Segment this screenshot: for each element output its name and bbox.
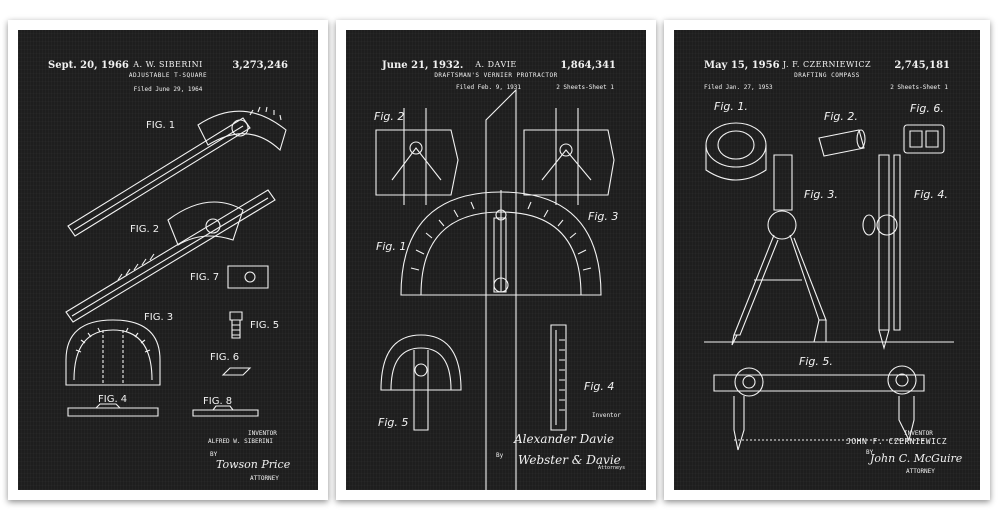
attorney-signature: John C. McGuire	[870, 452, 963, 465]
blueprint-sheet-compass: May 15, 1956 J. F. CZERNIEWICZ 2,745,181…	[674, 30, 980, 490]
attorney-label: ATTORNEY	[250, 475, 279, 482]
attorney-label: Attorneys	[598, 465, 626, 471]
figure-label-7: FIG. 7	[190, 272, 219, 283]
compass-drawing	[674, 30, 980, 490]
attorney-signature: Webster & Davie	[518, 453, 621, 467]
patent-date: Sept. 20, 1966	[48, 60, 129, 71]
by-label: BY	[866, 449, 874, 456]
patent-number: 3,273,246	[232, 60, 288, 71]
inventor-role: INVENTOR	[904, 430, 933, 437]
figure-label-2: Fig. 2	[374, 110, 404, 123]
figure-label-2: Fig. 2.	[824, 110, 858, 123]
patent-date: May 15, 1956	[704, 60, 780, 71]
figure-label-5: Fig. 5.	[799, 355, 833, 368]
figure-label-4: Fig. 4.	[914, 188, 948, 201]
attorney-label: ATTORNEY	[906, 468, 935, 475]
patent-filed-date: Filed June 29, 1964	[133, 86, 203, 93]
blueprint-sheet-protractor: June 21, 1932. A. DAVIE 1,864,341 DRAFTS…	[346, 30, 646, 490]
attorney-signature: Towson Price	[216, 458, 291, 471]
inventor-block: INVENTOR ALFRED W. SIBERINI	[208, 430, 277, 446]
patent-title: ADJUSTABLE T-SQUARE	[128, 72, 208, 79]
t-square-figure-labels: FIG. 1 FIG. 2 FIG. 3 FIG. 4 FIG. 5 FIG. …	[98, 120, 279, 407]
figure-label-6: FIG. 6	[210, 352, 239, 363]
inventor-name: ALFRED W. SIBERINI	[208, 438, 274, 445]
figure-label-2: FIG. 2	[130, 224, 159, 235]
figure-label-8: FIG. 8	[203, 396, 232, 407]
patent-date: June 21, 1932.	[382, 60, 464, 71]
figure-label-1: Fig. 1.	[714, 100, 748, 113]
poster-frame-2: June 21, 1932. A. DAVIE 1,864,341 DRAFTS…	[336, 20, 656, 500]
figure-label-3: Fig. 3.	[804, 188, 838, 201]
figure-label-4: FIG. 4	[98, 394, 127, 405]
compass-figure-labels: Fig. 1. Fig. 2. Fig. 3. Fig. 4. Fig. 5. …	[714, 100, 948, 368]
figure-label-1: FIG. 1	[146, 120, 175, 131]
by-label: By	[496, 452, 504, 459]
t-square-drawing	[18, 30, 318, 490]
patent-number: 2,745,181	[894, 60, 950, 71]
figure-label-5: FIG. 5	[250, 320, 279, 331]
patent-inventor: A. W. SIBERINI	[133, 60, 203, 69]
inventor-role: INVENTOR	[248, 430, 277, 437]
sheet-count: 2 Sheets-Sheet 1	[556, 84, 614, 91]
figure-label-5: Fig. 5	[378, 416, 408, 429]
patent-number: 1,864,341	[560, 60, 616, 71]
patent-title: DRAFTSMAN'S VERNIER PROTRACTOR	[434, 72, 558, 79]
inventor-role: Inventor	[592, 412, 621, 419]
figure-label-3: Fig. 3	[588, 210, 618, 223]
blueprint-sheet-t-square: Sept. 20, 1966 A. W. SIBERINI 3,273,246 …	[18, 30, 318, 490]
inventor-signature: Alexander Davie	[514, 432, 615, 446]
poster-frame-3: May 15, 1956 J. F. CZERNIEWICZ 2,745,181…	[664, 20, 990, 500]
figure-label-1: Fig. 1	[376, 240, 406, 253]
figure-label-3: FIG. 3	[144, 312, 173, 323]
patent-inventor: J. F. CZERNIEWICZ	[782, 60, 872, 69]
patent-title: DRAFTING COMPASS	[794, 72, 860, 79]
protractor-drawing	[346, 30, 646, 490]
patent-inventor: A. DAVIE	[475, 60, 517, 69]
protractor-figure-labels: Fig. 1 Fig. 2 Fig. 3 Fig. 4 Fig. 5	[374, 110, 618, 429]
patent-filed-date: Filed Feb. 9, 1931	[456, 84, 522, 91]
figure-label-6: Fig. 6.	[910, 102, 944, 115]
sheet-count: 2 Sheets-Sheet 1	[890, 84, 948, 91]
inventor-name: JOHN F. CZERNIEWICZ	[846, 437, 948, 446]
figure-label-4: Fig. 4	[584, 380, 614, 393]
by-label: BY	[210, 451, 218, 458]
patent-filed-date: Filed Jan. 27, 1953	[704, 84, 773, 91]
poster-frame-1: Sept. 20, 1966 A. W. SIBERINI 3,273,246 …	[8, 20, 328, 500]
